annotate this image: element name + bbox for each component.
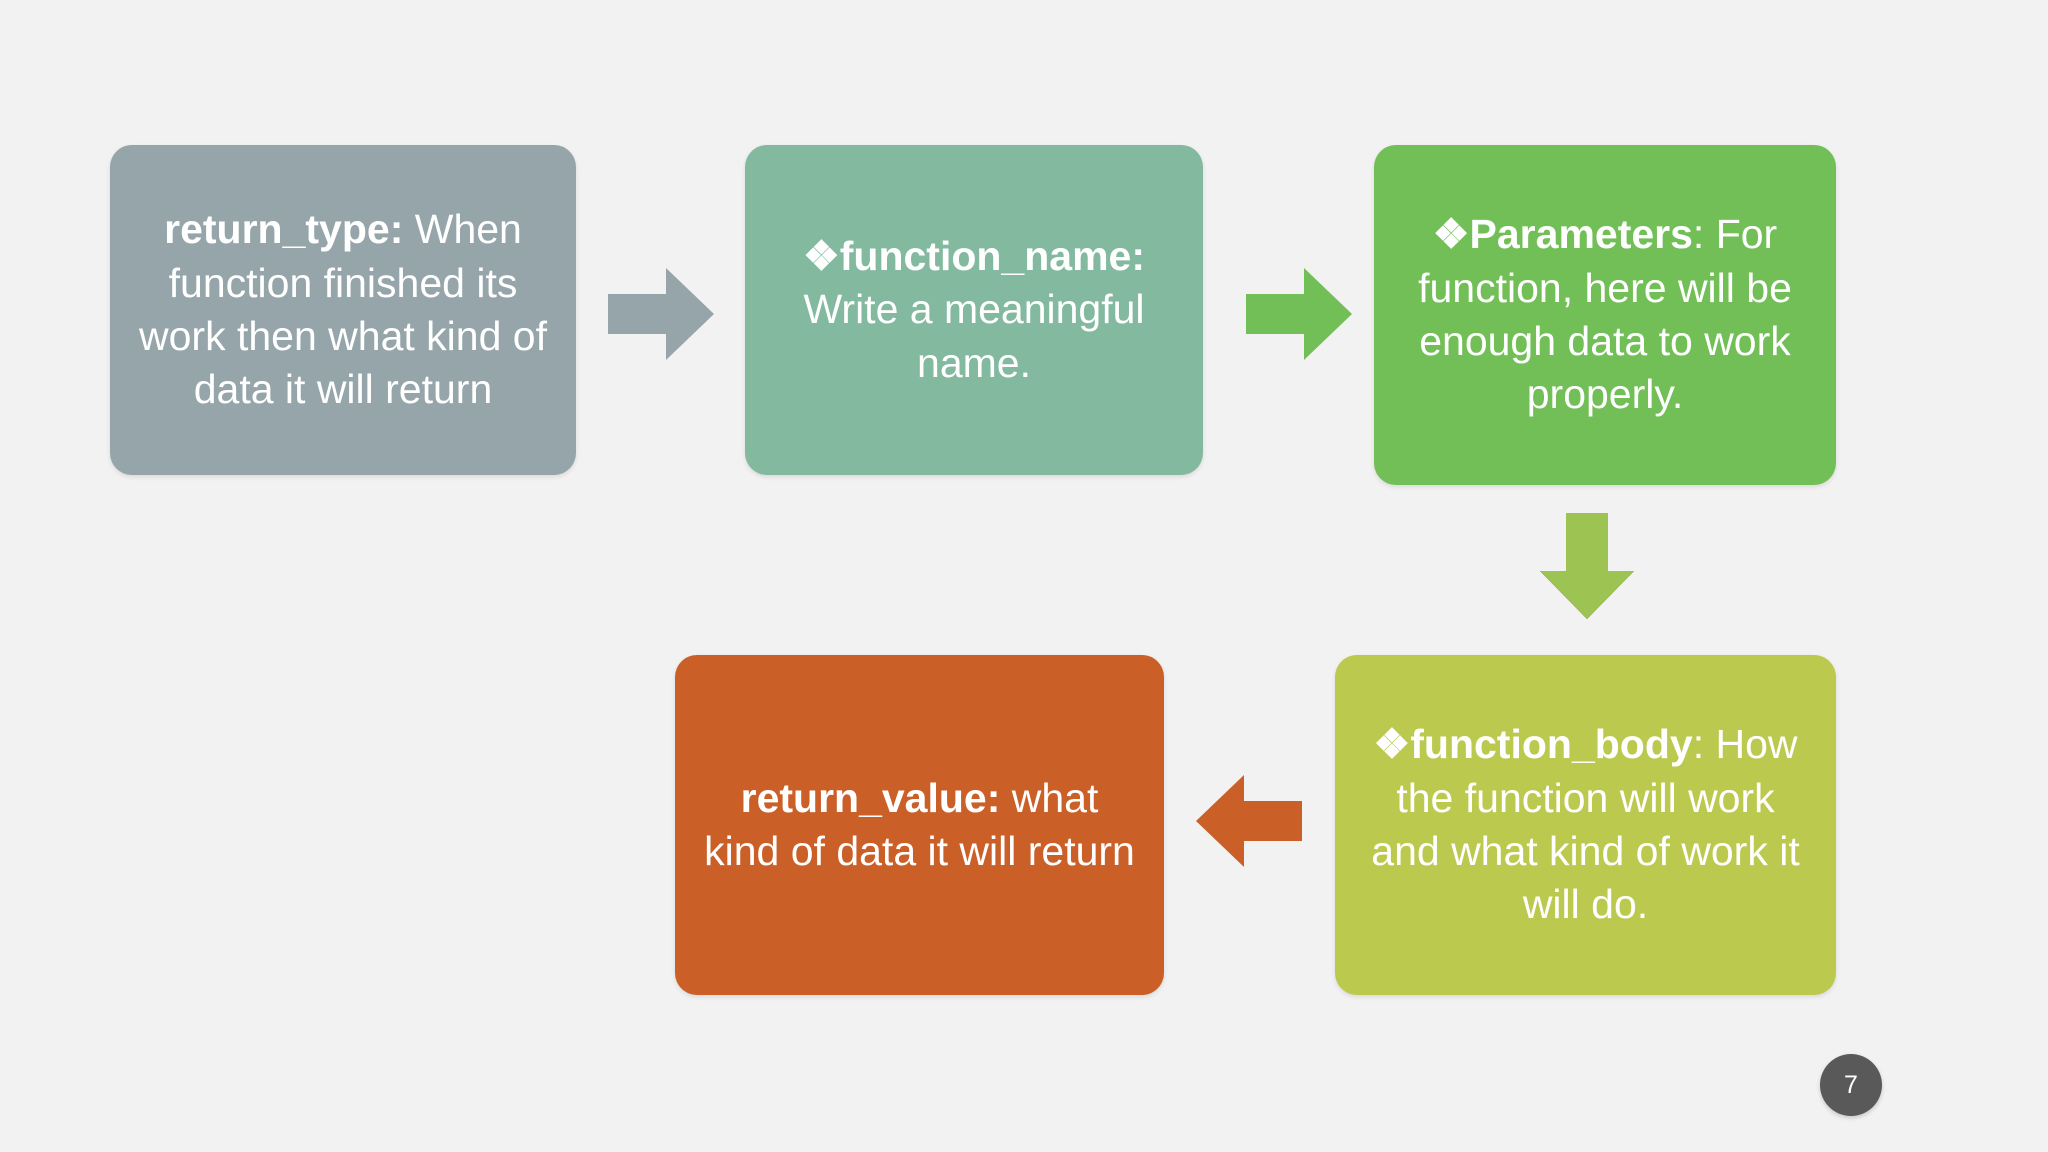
flow-node-parameters-body: : For function, here will be enough data… (1418, 211, 1792, 418)
diamond-bullet-icon: ❖ (1432, 211, 1470, 258)
arrow-right-function-name-to-parameters (1246, 268, 1352, 360)
flow-node-return-value-body: what kind of data it will return (704, 774, 1135, 874)
flow-node-function-body-text: ❖function_body: How the function will wo… (1359, 718, 1812, 931)
arrow-down-parameters-to-function-body (1540, 513, 1634, 619)
flow-node-function-name-lead: function_name: (839, 233, 1145, 280)
flow-node-return-type-text: return_type: When function finished its … (134, 203, 552, 416)
flow-node-parameters[interactable]: ❖Parameters: For function, here will be … (1374, 145, 1836, 485)
flow-node-return-value[interactable]: return_value: what kind of data it will … (675, 655, 1164, 995)
flow-node-return-type[interactable]: return_type: When function finished its … (110, 145, 576, 475)
flow-node-function-body[interactable]: ❖function_body: How the function will wo… (1335, 655, 1836, 995)
flow-node-function-name[interactable]: ❖function_name: Write a meaningful name. (745, 145, 1203, 475)
flow-node-return-value-lead: return_value: (740, 774, 1001, 821)
diamond-bullet-icon: ❖ (802, 233, 840, 280)
flow-node-function-name-body: Write a meaningful name. (803, 286, 1145, 386)
flow-node-parameters-text: ❖Parameters: For function, here will be … (1398, 208, 1812, 421)
arrow-left-function-body-to-return-value (1196, 775, 1302, 867)
arrow-right-return-type-to-function-name (608, 268, 714, 360)
flow-node-parameters-lead: Parameters (1469, 211, 1693, 258)
flow-node-return-type-lead: return_type: (164, 206, 404, 253)
diamond-bullet-icon: ❖ (1373, 721, 1411, 768)
flow-node-function-body-body: : How the function will work and what ki… (1371, 721, 1800, 928)
flow-node-function-name-text: ❖function_name: Write a meaningful name. (769, 230, 1179, 390)
flow-node-return-type-body: When function finished its work then wha… (139, 206, 547, 413)
flow-node-function-body-lead: function_body (1410, 721, 1693, 768)
flow-node-return-value-text: return_value: what kind of data it will … (699, 772, 1140, 879)
page-number-badge: 7 (1820, 1054, 1882, 1116)
